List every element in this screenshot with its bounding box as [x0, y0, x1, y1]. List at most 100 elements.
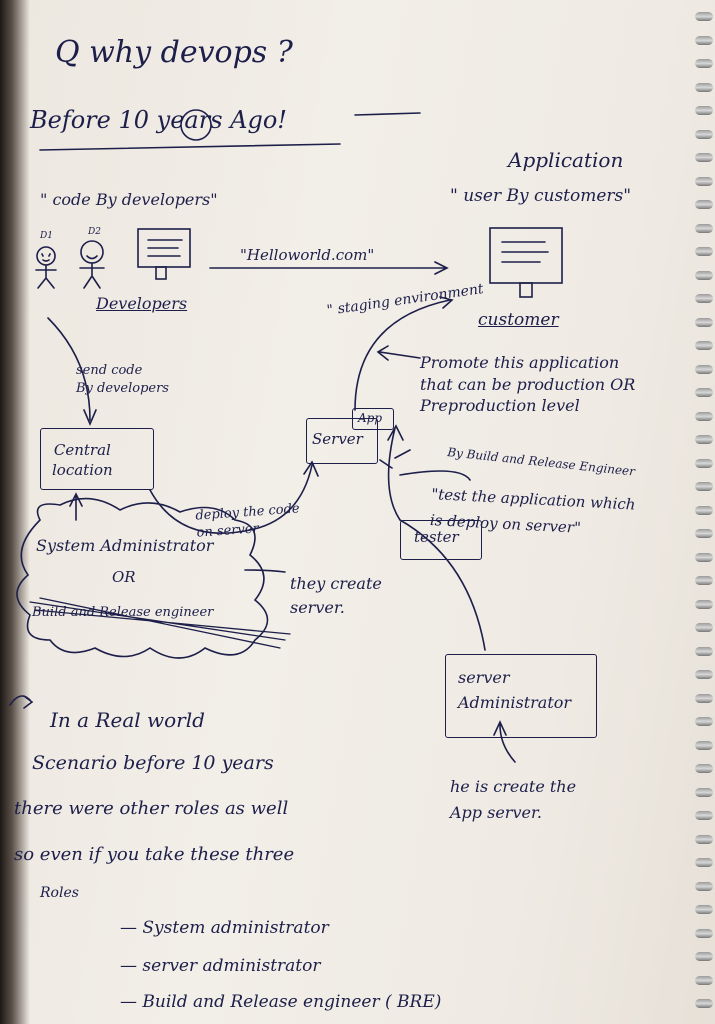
spiral-ring: [695, 435, 713, 444]
server-admin-label: server Administrator: [458, 668, 572, 712]
spiral-ring: [695, 341, 713, 350]
spiral-ring: [695, 975, 713, 985]
customer-label: customer: [478, 310, 559, 330]
page-heading: Q why devops ?: [55, 35, 293, 70]
dash: [354, 112, 421, 116]
spiral-ring: [695, 247, 713, 256]
real-world-line-2: Scenario before 10 years: [32, 752, 274, 774]
deploy-arrow: [149, 460, 319, 534]
url-arrow: [209, 261, 449, 275]
spiral-ring: [695, 670, 713, 679]
spiral-ring: [695, 129, 713, 139]
spiral-ring: [695, 200, 713, 209]
spiral-ring: [695, 153, 713, 162]
role-item: — Build and Release engineer ( BRE): [120, 992, 442, 1012]
spiral-ring: [695, 294, 713, 303]
spiral-ring: [695, 881, 713, 891]
developer-figure-2: [79, 240, 105, 289]
sysadmin-line: System Administrator: [36, 536, 214, 555]
developers-label: Developers: [96, 294, 188, 313]
server-label: Server: [312, 430, 363, 448]
customer-monitor: [489, 227, 563, 298]
developer-monitor: [137, 228, 191, 280]
tester-note: "test the application which is deploy on…: [429, 484, 636, 537]
central-location-label: Central location: [52, 441, 113, 480]
spiral-ring: [695, 905, 713, 914]
spiral-ring: [695, 505, 713, 515]
spiral-ring: [695, 35, 713, 45]
spiral-ring: [695, 529, 713, 538]
spiral-ring: [695, 999, 713, 1008]
server-admin-arrow: [387, 424, 486, 651]
real-world-line-1: In a Real world: [50, 708, 205, 732]
spiral-ring: [695, 693, 713, 703]
subheading: Before 10 years Ago!: [30, 108, 287, 132]
cloud-to-central-arrow: [69, 492, 83, 521]
spiral-ring: [695, 952, 713, 961]
spiral-ring: [695, 811, 713, 820]
spiral-ring: [695, 576, 713, 585]
heading-underline: [39, 143, 341, 151]
spiral-ring: [695, 458, 713, 468]
developers-quote: " code By developers": [40, 190, 218, 209]
spiral-ring: [695, 176, 713, 186]
helloworld-label: "Helloworld.com": [240, 246, 375, 264]
spiral-ring: [695, 223, 713, 233]
spiral-ring: [695, 764, 713, 773]
tester-box: [400, 520, 482, 560]
or-label: OR: [112, 568, 136, 586]
spiral-ring: [695, 411, 713, 421]
spiral-ring: [695, 834, 713, 844]
spiral-ring: [695, 270, 713, 280]
app-label: App: [358, 411, 383, 425]
application-quote: " user By customers": [450, 186, 632, 206]
promote-pointer: [376, 345, 421, 361]
promote-note: Promote this application that can be pro…: [420, 353, 636, 416]
spiral-ring: [695, 12, 713, 21]
developer-d1-label: D1: [40, 231, 53, 241]
spiral-ring: [695, 787, 713, 797]
spiral-ring: [695, 928, 713, 938]
tester-label: tester: [414, 528, 459, 546]
server-admin-box: [445, 654, 597, 738]
tester-pointer: [394, 449, 411, 459]
send-code-arrow: [47, 317, 97, 427]
spiral-ring: [695, 59, 713, 68]
role-item: — server administrator: [120, 956, 321, 976]
spiral-ring: [695, 82, 713, 92]
promote-arrow: [354, 296, 454, 411]
developer-d2-label: D2: [88, 227, 101, 237]
spiral-ring: [695, 740, 713, 750]
central-location-box: [40, 428, 154, 490]
spiral-ring: [695, 646, 713, 656]
spiral-ring: [695, 482, 713, 491]
application-title: Application: [508, 148, 624, 172]
spiral-ring: [695, 106, 713, 115]
spiral-ring: [695, 552, 713, 562]
subheading-text: Before 10 years Ago!: [30, 106, 287, 134]
spiral-ring: [695, 717, 713, 726]
spiral-ring: [695, 364, 713, 374]
app-box: [352, 408, 394, 430]
real-world-line-3: there were other roles as well: [14, 798, 289, 819]
number-circle: [180, 109, 212, 141]
spiral-ring: [695, 858, 713, 867]
spiral-ring: [695, 317, 713, 327]
strike-lines: [29, 597, 291, 649]
developer-figure-1: [35, 246, 57, 289]
spiral-ring: [695, 623, 713, 632]
spiral-ring: [695, 388, 713, 397]
notebook-spiral: [693, 0, 715, 1024]
role-item: — System administrator: [120, 918, 329, 938]
spiral-ring: [695, 599, 713, 609]
they-create-line: [244, 569, 286, 573]
struck-role: Build and Release engineer: [32, 605, 214, 620]
tester-note-line: [379, 459, 471, 481]
server-admin-note: he is create the App server.: [450, 777, 577, 822]
real-world-line-4: so even if you take these three: [14, 844, 295, 865]
sysadmin-cloud: [16, 497, 269, 659]
bullet-arrow: [9, 695, 34, 709]
real-world-line-5: Roles: [40, 885, 79, 901]
send-code-label: send code By developers: [76, 363, 169, 397]
